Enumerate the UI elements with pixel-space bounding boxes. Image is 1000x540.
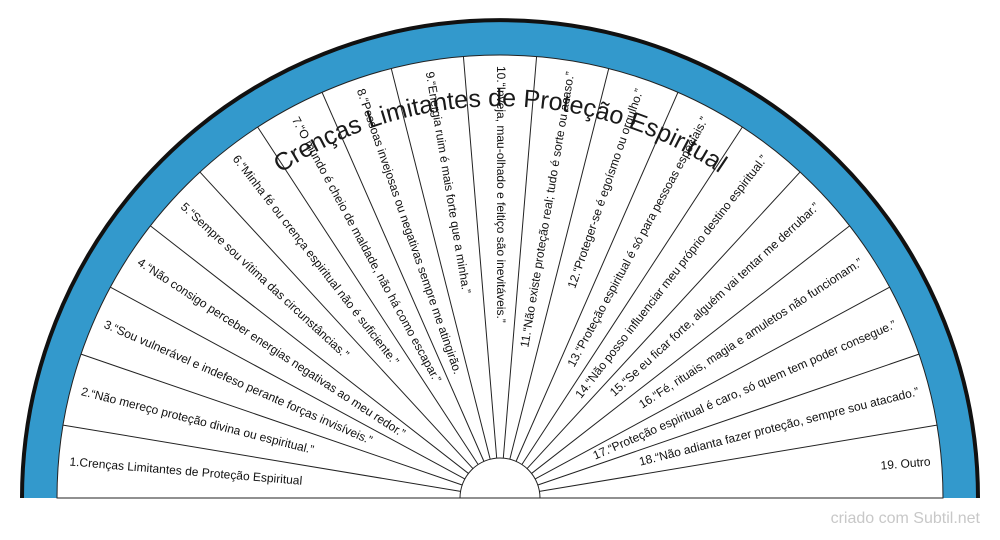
segment-divider bbox=[539, 424, 938, 492]
segment-area bbox=[56, 54, 944, 499]
segment-divider bbox=[110, 286, 466, 480]
segment-label: 10.“Inveja, mau-olhado e feitiço são ine… bbox=[494, 66, 508, 323]
outer-outline bbox=[20, 18, 980, 499]
segment-dividers bbox=[62, 56, 938, 492]
segment-divider bbox=[526, 171, 801, 469]
segment-divider bbox=[534, 286, 890, 480]
segment-divider bbox=[509, 68, 610, 460]
segment-divider bbox=[390, 68, 491, 460]
segment-divider bbox=[462, 56, 498, 459]
segment-divider bbox=[531, 225, 850, 474]
segment-label: 19. Outro bbox=[880, 454, 931, 472]
segment-divider bbox=[321, 92, 485, 462]
segment-divider bbox=[257, 126, 479, 465]
segment-divider bbox=[537, 353, 920, 486]
segment-divider bbox=[150, 225, 469, 474]
segment-divider bbox=[502, 56, 538, 459]
credit-text: criado com Subtil.net bbox=[830, 510, 980, 527]
segment-divider bbox=[521, 126, 743, 465]
segment-divider bbox=[515, 92, 679, 462]
segment-divider bbox=[199, 171, 474, 469]
segment-divider bbox=[62, 424, 461, 492]
hub-circle bbox=[459, 457, 541, 499]
segment-divider bbox=[80, 353, 463, 486]
